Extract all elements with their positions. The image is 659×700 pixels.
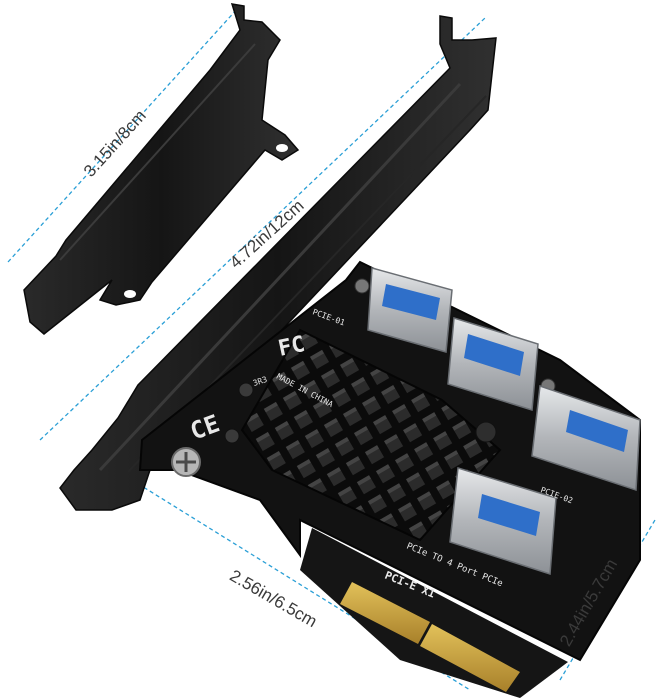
usb-port-3 xyxy=(531,384,641,492)
screw xyxy=(171,447,201,477)
dim-line-large-bracket xyxy=(39,17,486,441)
small-bracket xyxy=(23,3,300,335)
usb-port-2 xyxy=(447,317,539,411)
capacitor xyxy=(238,382,254,398)
gold-contacts xyxy=(340,582,520,692)
dim-line-small-bracket xyxy=(7,7,239,263)
usb-port-4 xyxy=(449,467,557,576)
heatsink xyxy=(240,328,502,542)
inductor-label: 3R3 xyxy=(252,375,269,388)
capacitor xyxy=(475,421,497,443)
fc-mark: FC xyxy=(276,332,307,362)
usb-port-1 xyxy=(367,267,453,353)
mount-hole xyxy=(354,278,370,294)
capacitor xyxy=(224,428,240,444)
